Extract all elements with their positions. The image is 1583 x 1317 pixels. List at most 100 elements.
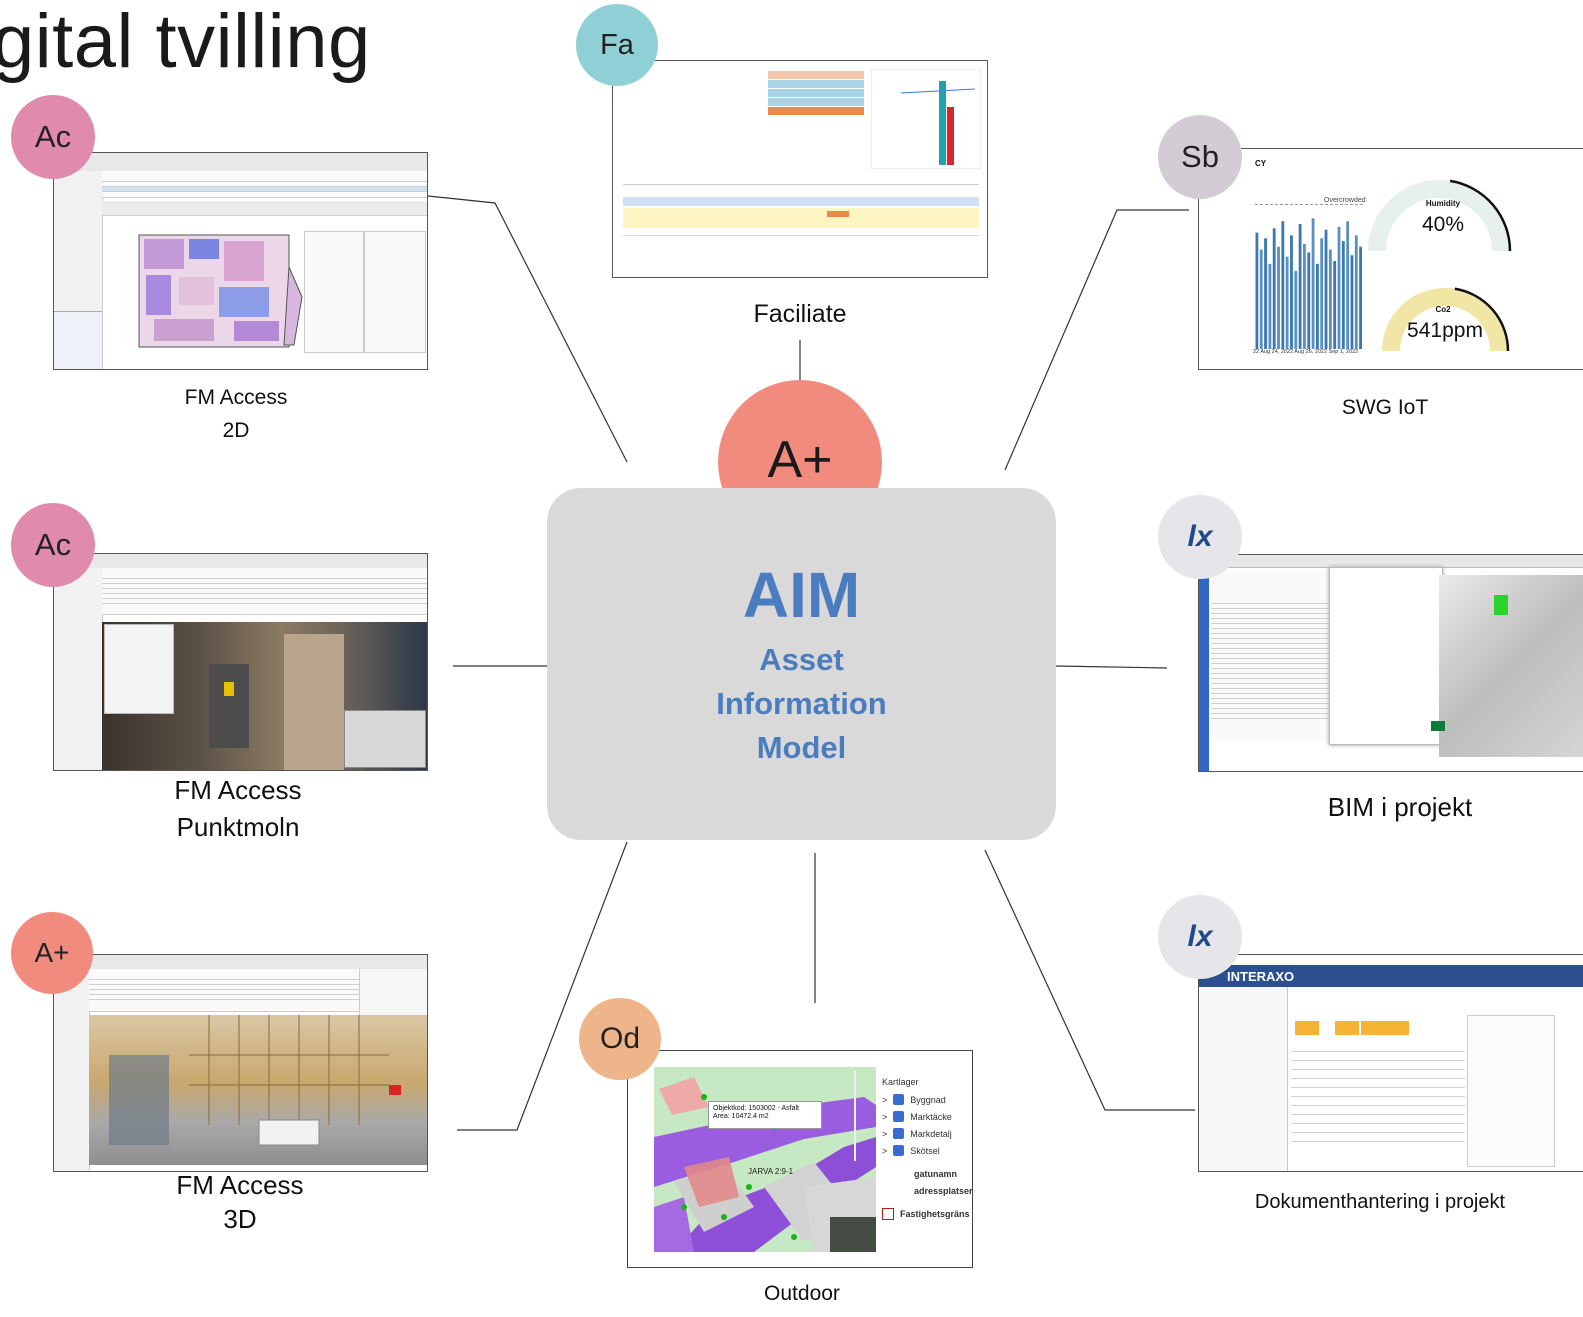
- fm-access-punktmoln-label-line-2: Punktmoln: [176, 812, 300, 842]
- fm-access-punktmoln-label-line-1: FM Access: [174, 775, 302, 805]
- connector-fm-access-3d: [457, 841, 628, 1131]
- fm-access-3d-label: FM Access 3D: [140, 1168, 340, 1236]
- fm-access-2d-label-line-1: FM Access: [184, 386, 288, 409]
- iot-bar: [1359, 246, 1362, 349]
- layer-marktacke[interactable]: >Marktäcke: [882, 1111, 952, 1122]
- iot-bar: [1277, 246, 1280, 349]
- map-popup: Objektkod: 1503002 - Asfalt Area: 10472.…: [708, 1101, 822, 1129]
- iot-bar: [1268, 263, 1272, 349]
- layer-byggnad[interactable]: >Byggnad: [882, 1094, 946, 1105]
- layer-skotsel-label: Skötsel: [910, 1145, 940, 1156]
- fm-access-punktmoln-badge: Ac: [11, 503, 95, 587]
- boundary-swatch-icon: [882, 1207, 894, 1220]
- iot-bar: [1354, 235, 1358, 349]
- iot-bar: [1311, 218, 1315, 349]
- layer-markdetalj-checkbox[interactable]: [893, 1128, 905, 1139]
- layer-byggnad-label: Byggnad: [910, 1094, 946, 1105]
- dokumenthantering-label: Dokumenthantering i projekt: [1254, 1191, 1506, 1213]
- fm-access-punktmoln-screenshot[interactable]: [53, 553, 428, 771]
- fm-access-3d-screenshot[interactable]: [53, 954, 428, 1172]
- bim-i-projekt-label: BIM i projekt: [1327, 792, 1473, 822]
- map-street-label: JARVA 2:9-1: [748, 1167, 794, 1176]
- floor-plan-image: [138, 234, 303, 348]
- layer-gatunamn[interactable]: gatunamn: [882, 1165, 972, 1182]
- map-popup-line-2: Area: 10472.4 m2: [713, 1113, 769, 1120]
- connector-fm-access-2d: [427, 195, 628, 463]
- iot-bar: [1281, 221, 1285, 349]
- dokumenthantering-badge: lx: [1158, 895, 1242, 979]
- iot-bar: [1294, 270, 1298, 349]
- fm-access-2d-screenshot[interactable]: [53, 152, 428, 370]
- aim-center-box: [547, 488, 1056, 840]
- aim-title: AIM: [742, 559, 861, 631]
- faciliate-screenshot[interactable]: [612, 60, 988, 278]
- page-title: gital tvilling: [0, 0, 371, 84]
- iot-bar: [1324, 229, 1328, 349]
- iot-occupancy-chart: [1255, 218, 1362, 349]
- fm-access-3d-badge: A+: [11, 912, 93, 994]
- iot-gauges: [1368, 179, 1512, 352]
- iot-bar: [1303, 243, 1306, 349]
- iot-header: CY: [1255, 159, 1267, 168]
- humidity-value: 40%: [1421, 213, 1465, 236]
- layer-fastighetsgrans-label: Fastighetsgräns: [900, 1208, 970, 1219]
- layer-byggnad-checkbox[interactable]: [893, 1094, 905, 1105]
- map-layer-list: >Byggnad >Marktäcke >Markdetalj >Skötsel…: [882, 1091, 973, 1222]
- interaxo-logo: INTERAXO: [1227, 969, 1295, 984]
- aim-subtitle-line-2: Information: [716, 686, 887, 721]
- bim-model-view-image: [1439, 575, 1583, 757]
- layer-fastighetsgrans[interactable]: Fastighetsgräns: [882, 1205, 972, 1222]
- iot-bar: [1259, 249, 1263, 349]
- humidity-label: Humidity: [1425, 199, 1461, 208]
- map-legend-title: Kartlager: [882, 1077, 919, 1087]
- layer-markdetalj[interactable]: >Markdetalj: [882, 1128, 952, 1139]
- bim-i-projekt-badge: lx: [1158, 495, 1242, 579]
- swg-iot-screenshot[interactable]: CY Overcrowded 22 Aug 24, 2022 Aug 26, 2…: [1198, 148, 1583, 370]
- connector-bim: [1055, 665, 1168, 669]
- faciliate-bar-chart: [871, 69, 981, 169]
- co2-label: Co2: [1435, 305, 1451, 314]
- outdoor-label: Outdoor: [764, 1282, 840, 1305]
- connector-dokumenthantering: [984, 849, 1195, 1111]
- swg-iot-label: SWG IoT: [1341, 396, 1429, 419]
- iot-bar: [1255, 232, 1259, 349]
- iot-bar: [1298, 224, 1302, 349]
- iot-bar: [1315, 263, 1319, 349]
- layer-adressplatser[interactable]: adressplatser: [882, 1182, 973, 1199]
- layer-marktacke-label: Marktäcke: [910, 1111, 952, 1122]
- iot-bar: [1272, 228, 1276, 349]
- layer-adressplatser-label: adressplatser: [914, 1185, 973, 1196]
- aim-subtitle-line-3: Model: [756, 730, 847, 765]
- layer-skotsel-checkbox[interactable]: [893, 1145, 905, 1156]
- iot-bar: [1333, 260, 1337, 349]
- faciliate-label: Faciliate: [753, 300, 847, 328]
- fm-access-2d-label-line-2: 2D: [222, 419, 250, 442]
- dokumenthantering-screenshot[interactable]: INTERAXO: [1198, 954, 1583, 1172]
- iot-bar: [1350, 255, 1354, 349]
- connector-swg-iot: [1004, 209, 1189, 471]
- iot-x-ticks: 22 Aug 24, 2022 Aug 26, 2022 Sep 1, 2022: [1253, 349, 1359, 355]
- iot-bar: [1341, 241, 1345, 349]
- swg-iot-badge: Sb: [1158, 115, 1242, 199]
- layer-marktacke-checkbox[interactable]: [893, 1111, 905, 1122]
- layer-markdetalj-label: Markdetalj: [910, 1128, 952, 1139]
- fm-access-3d-label-line-1: FM Access: [176, 1170, 304, 1200]
- iot-bar: [1290, 235, 1293, 349]
- faciliate-badge: Fa: [576, 4, 658, 86]
- iot-overcrowded-label: Overcrowded: [1324, 197, 1366, 204]
- layer-skotsel[interactable]: >Skötsel: [882, 1145, 940, 1156]
- iot-bar: [1264, 238, 1267, 349]
- bim-i-projekt-screenshot[interactable]: [1198, 554, 1583, 772]
- iot-bar: [1328, 249, 1332, 349]
- outdoor-badge: Od: [579, 998, 661, 1080]
- iot-bar: [1320, 238, 1324, 349]
- iot-bar: [1307, 252, 1311, 349]
- fm-access-3d-label-line-2: 3D: [223, 1204, 257, 1234]
- co2-value: 541ppm: [1407, 319, 1483, 342]
- outdoor-screenshot[interactable]: Objektkod: 1503002 - Asfalt Area: 10472.…: [627, 1050, 973, 1268]
- map-popup-line-1: Objektkod: 1503002 - Asfalt: [713, 1105, 799, 1112]
- iot-bar: [1285, 256, 1289, 349]
- fm-access-2d-badge: Ac: [11, 95, 95, 179]
- aim-subtitle-line-1: Asset: [759, 642, 844, 677]
